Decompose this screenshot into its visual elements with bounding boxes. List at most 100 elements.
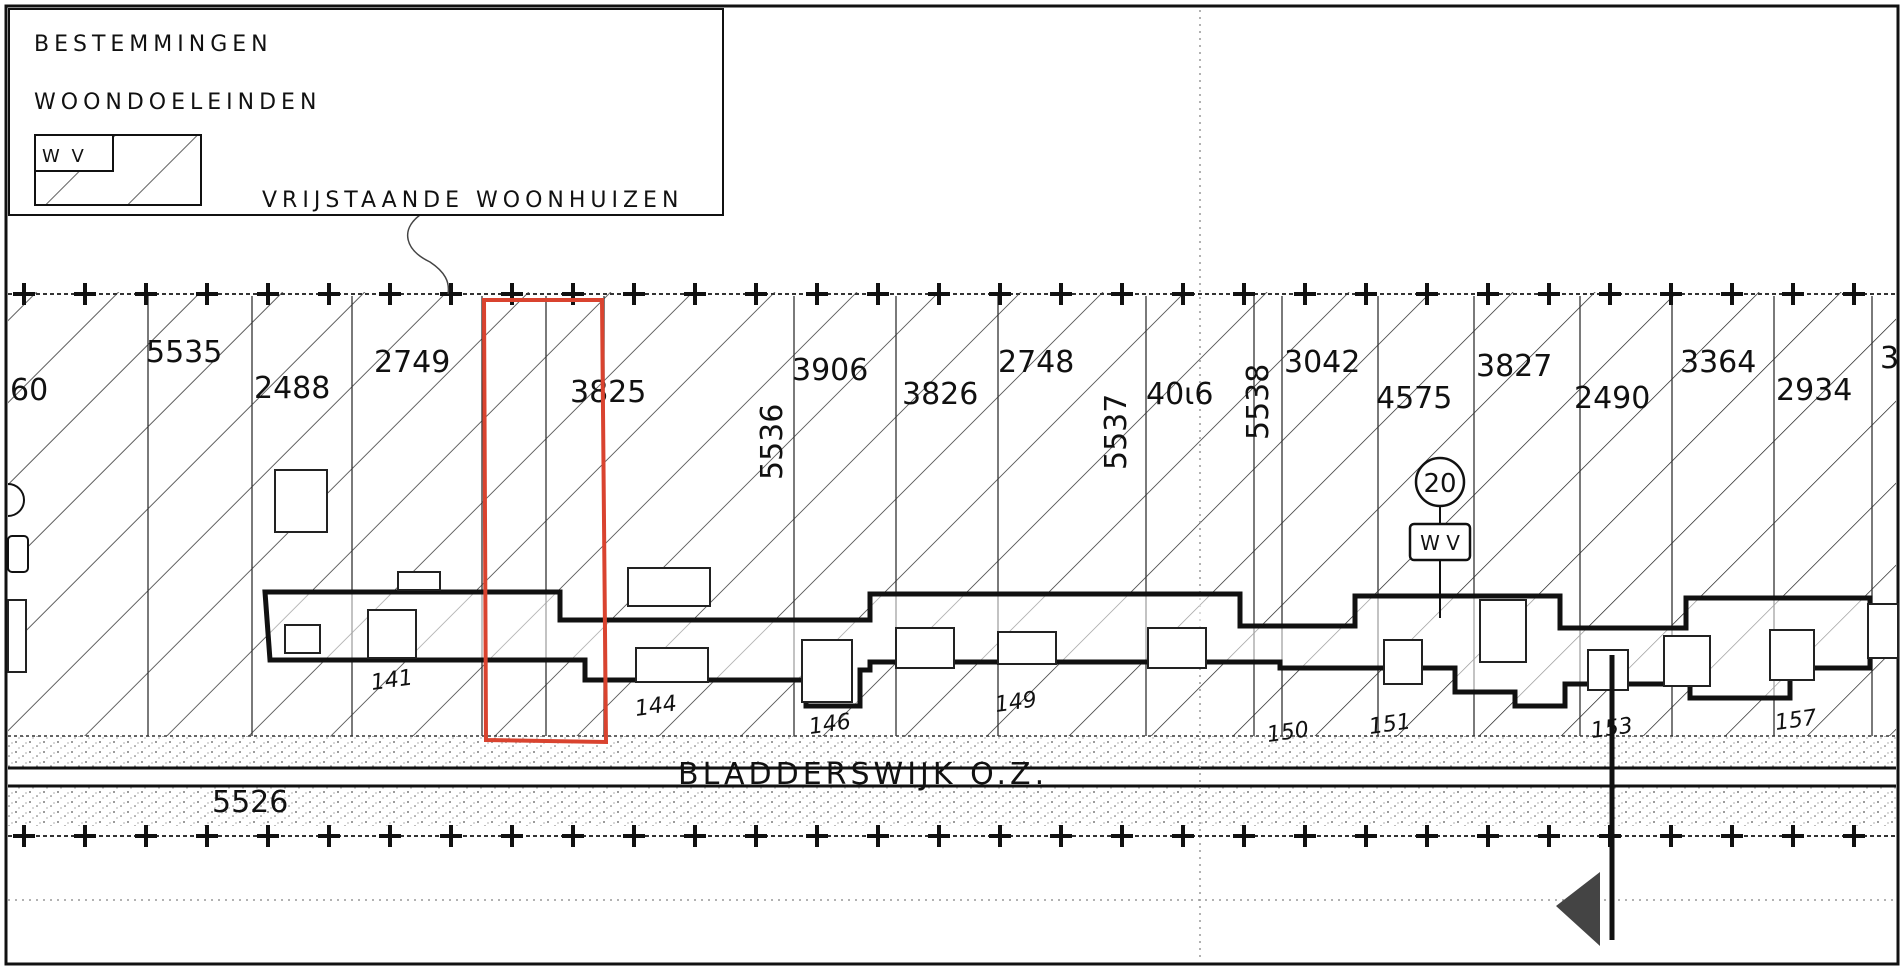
boundary-cross (1477, 283, 1499, 305)
boundary-cross (1782, 825, 1804, 847)
parcel-number-3042: 3042 (1284, 345, 1360, 380)
boundary-cross (1172, 825, 1194, 847)
boundary-cross (135, 825, 157, 847)
boundary-cross (257, 825, 279, 847)
edge-zone-box (7, 535, 29, 573)
parcel-number-5538: 5538 (1241, 364, 1276, 440)
plan-boundary-crosses (8, 283, 1896, 847)
boundary-cross (379, 283, 401, 305)
boundary-cross (745, 283, 767, 305)
house-number-151: 151 (1367, 709, 1412, 740)
boundary-cross (440, 283, 462, 305)
parcel-number-2934: 2934 (1776, 373, 1852, 408)
legend: BESTEMMINGEN WOONDOELEINDEN W V VRIJSTAA… (8, 8, 724, 216)
parcel-number-5536: 5536 (755, 404, 790, 480)
boundary-cross (257, 283, 279, 305)
parcel-number-3827: 3827 (1476, 349, 1552, 384)
parcel-number-2748: 2748 (998, 345, 1074, 380)
boundary-cross (13, 283, 35, 305)
legend-hatch-symbol: W V (34, 134, 202, 206)
boundary-cross (1416, 283, 1438, 305)
boundary-cross (989, 825, 1011, 847)
parcel-number-3364: 3364 (1680, 345, 1756, 380)
parcel-number-2749: 2749 (374, 345, 450, 380)
boundary-cross (1782, 283, 1804, 305)
house-number-153: 153 (1589, 713, 1634, 744)
house-number-150: 150 (1265, 717, 1310, 748)
boundary-cross (1660, 283, 1682, 305)
legend-symbol-label: VRIJSTAANDE WOONHUIZEN (262, 188, 684, 213)
boundary-cross (1050, 825, 1072, 847)
boundary-cross (196, 825, 218, 847)
map-border (4, 4, 1900, 966)
boundary-cross (562, 825, 584, 847)
boundary-cross (928, 283, 950, 305)
boundary-cross (1111, 825, 1133, 847)
boundary-cross (13, 825, 35, 847)
house-number-144: 144 (633, 691, 678, 722)
boundary-cross (1111, 283, 1133, 305)
boundary-cross (1538, 825, 1560, 847)
boundary-cross (1050, 283, 1072, 305)
boundary-cross (989, 283, 1011, 305)
boundary-cross (806, 825, 828, 847)
boundary-cross (1599, 283, 1621, 305)
road-verge (8, 736, 1896, 768)
boundary-cross (1355, 283, 1377, 305)
section-arrow (1556, 872, 1600, 946)
parcel-number-4575: 4575 (1376, 381, 1452, 416)
boundary-cross (196, 283, 218, 305)
boundary-cross (379, 825, 401, 847)
road-surface (8, 786, 1896, 826)
boundary-cross (1233, 283, 1255, 305)
boundary-cross (74, 283, 96, 305)
boundary-cross (806, 283, 828, 305)
boundary-cross (1721, 825, 1743, 847)
parcel-number-60: 60 (10, 373, 48, 408)
boundary-cross (1233, 825, 1255, 847)
parcel-number-5537: 5537 (1099, 394, 1134, 470)
parcel-number-40ι6: 40ι6 (1146, 377, 1213, 412)
boundary-cross (623, 825, 645, 847)
boundary-cross (867, 825, 889, 847)
boundary-cross (745, 825, 767, 847)
house-number-146: 146 (807, 709, 852, 740)
edge-zone-circle (7, 483, 25, 517)
street-name: BLADDERSWIJK O.Z. (678, 757, 1048, 792)
boundary-cross (1843, 283, 1865, 305)
boundary-cross (1843, 825, 1865, 847)
boundary-cross (1477, 825, 1499, 847)
boundary-cross (74, 825, 96, 847)
road-parcel-number: 5526 (212, 785, 288, 820)
boundary-cross (501, 825, 523, 847)
boundary-cross (1172, 283, 1194, 305)
legend-category: WOONDOELEINDEN (34, 90, 322, 115)
parcel-number-3825: 3825 (570, 375, 646, 410)
zone-code-text: W V (1420, 531, 1460, 555)
house-number-157: 157 (1773, 705, 1818, 736)
annotation-curve (406, 214, 450, 295)
parcel-number-2490: 2490 (1574, 381, 1650, 416)
parcel-number-3826: 3826 (902, 377, 978, 412)
boundary-cross (867, 283, 889, 305)
house-number-149: 149 (993, 687, 1038, 718)
legend-symbol-code: W V (42, 146, 87, 167)
boundary-cross (135, 283, 157, 305)
house-number-141: 141 (369, 665, 414, 696)
boundary-cross (1660, 825, 1682, 847)
boundary-cross (1416, 825, 1438, 847)
parcel-number-3906: 3906 (792, 353, 868, 388)
boundary-cross (1355, 825, 1377, 847)
boundary-cross (1538, 283, 1560, 305)
zone-height-text: 20 (1423, 469, 1456, 499)
house-footprints (7, 469, 1899, 703)
highlighted-parcel-3825[interactable] (481, 298, 609, 745)
boundary-cross (440, 825, 462, 847)
house-numbers: 141 144 146 149 150 151 153 157 (369, 665, 1818, 748)
boundary-cross (684, 283, 706, 305)
legend-heading: BESTEMMINGEN (34, 32, 273, 57)
boundary-cross (1721, 283, 1743, 305)
